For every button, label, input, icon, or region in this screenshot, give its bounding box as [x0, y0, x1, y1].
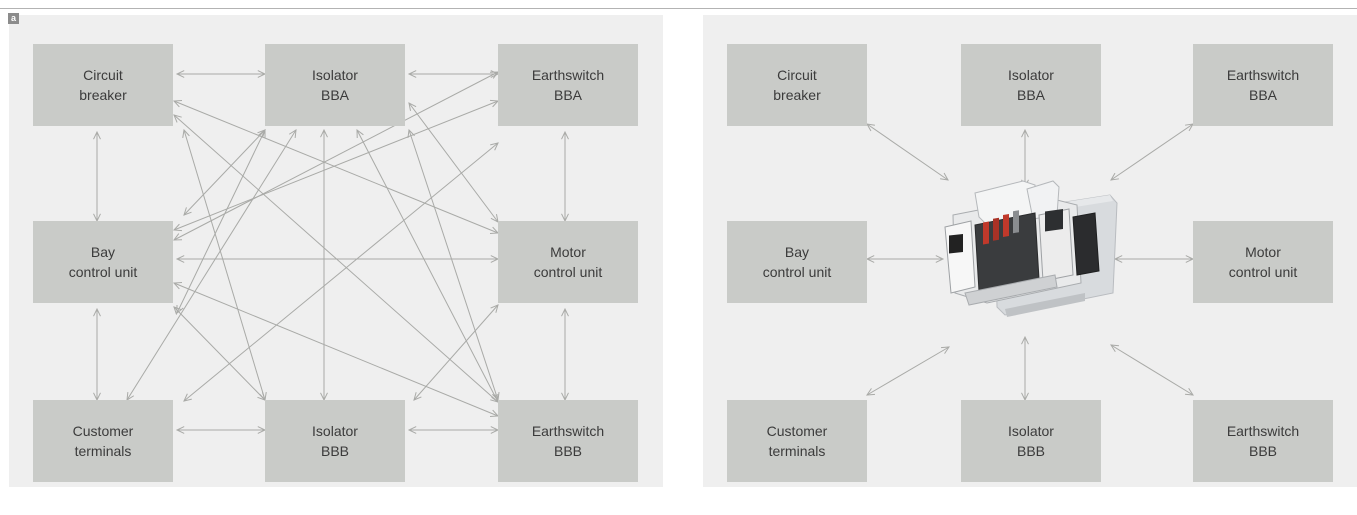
connector-arrow	[93, 307, 101, 402]
connector-arrow	[407, 70, 500, 78]
connector-arrow	[1021, 335, 1029, 402]
connector-arrow	[413, 304, 499, 401]
connector-arrow	[1113, 255, 1195, 263]
connector-arrow	[865, 255, 945, 263]
connector-arrow	[407, 426, 500, 434]
connector-arrow	[176, 128, 266, 315]
connector-arrow	[866, 346, 950, 396]
top-rule	[0, 8, 1357, 9]
connector-arrow	[356, 128, 499, 404]
connector-arrow	[320, 128, 328, 402]
connector-arrow	[1110, 344, 1194, 396]
connector-arrow	[561, 307, 569, 402]
connector-arrow	[183, 142, 499, 402]
connector-arrow	[175, 255, 500, 263]
connector-arrow	[1110, 123, 1194, 181]
control-module-image	[944, 180, 1118, 317]
connector-arrow	[175, 70, 267, 78]
connector-arrow	[172, 282, 500, 417]
figure-label: a	[8, 13, 19, 24]
connector-arrow	[561, 130, 569, 223]
connector-arrow	[866, 123, 949, 181]
connector-arrow	[407, 128, 500, 402]
connector-arrow	[93, 130, 101, 223]
connector-arrow	[183, 129, 266, 216]
connector-arrow	[408, 102, 499, 223]
connector-arrow	[175, 426, 267, 434]
connector-arrow	[182, 128, 267, 402]
connection-arrows-a	[93, 70, 569, 434]
